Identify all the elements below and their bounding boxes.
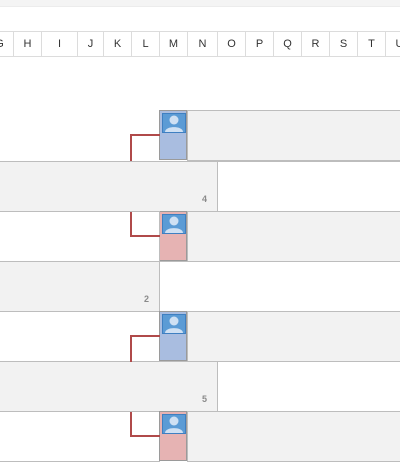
column-header-h[interactable]: H — [14, 32, 42, 56]
bracket-area: 4 2 5 — [0, 56, 400, 462]
person-icon — [162, 113, 186, 133]
empty-cell[interactable] — [217, 161, 400, 212]
seed-cell[interactable]: 4 — [0, 161, 218, 212]
column-header-l[interactable]: L — [132, 32, 160, 56]
column-header-o[interactable]: O — [218, 32, 246, 56]
column-header-s[interactable]: S — [330, 32, 358, 56]
toolbar-strip — [0, 0, 400, 7]
bracket-connector — [130, 134, 160, 136]
column-header-q[interactable]: Q — [274, 32, 302, 56]
bracket-connector — [130, 412, 132, 436]
seed-cell[interactable]: 2 — [0, 261, 160, 312]
column-header-g[interactable]: G — [0, 32, 14, 56]
bracket-connector — [130, 335, 160, 337]
seed-number: 5 — [201, 394, 207, 404]
column-header-row: G H I J K L M N O P Q R S T U — [0, 31, 400, 57]
column-header-p[interactable]: P — [246, 32, 274, 56]
empty-cell[interactable] — [217, 361, 400, 412]
bracket-connector — [130, 235, 160, 237]
column-header-m[interactable]: M — [160, 32, 188, 56]
player-avatar-red[interactable] — [159, 211, 187, 261]
person-icon — [162, 414, 186, 434]
column-header-n[interactable]: N — [188, 32, 218, 56]
player-name-cell[interactable] — [187, 211, 400, 262]
player-name-cell[interactable] — [187, 411, 400, 462]
player-name-cell[interactable] — [187, 311, 400, 362]
column-header-u[interactable]: U — [386, 32, 400, 56]
player-avatar-blue[interactable] — [159, 311, 187, 361]
column-header-t[interactable]: T — [358, 32, 386, 56]
empty-cell[interactable] — [159, 261, 400, 312]
column-header-k[interactable]: K — [104, 32, 132, 56]
player-name-cell[interactable] — [187, 110, 400, 161]
person-icon — [162, 314, 186, 334]
bracket-connector — [130, 212, 132, 236]
player-avatar-blue[interactable] — [159, 110, 187, 160]
person-icon — [162, 214, 186, 234]
bracket-connector — [130, 134, 132, 161]
column-header-j[interactable]: J — [78, 32, 104, 56]
seed-number: 2 — [143, 294, 149, 304]
seed-number: 4 — [201, 194, 207, 204]
bracket-connector — [130, 435, 160, 437]
bracket-connector — [130, 335, 132, 362]
column-header-i[interactable]: I — [42, 32, 78, 56]
column-header-r[interactable]: R — [302, 32, 330, 56]
player-avatar-red[interactable] — [159, 411, 187, 461]
seed-cell[interactable]: 5 — [0, 361, 218, 412]
